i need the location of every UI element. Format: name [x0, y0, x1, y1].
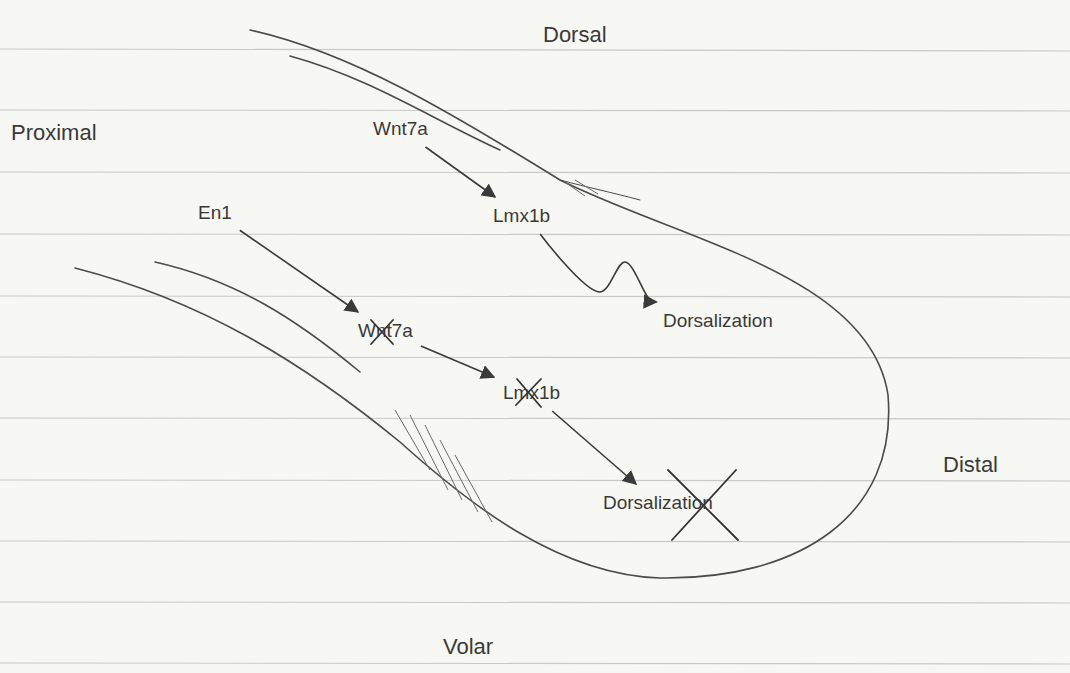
gene-term: Dorsalization	[660, 308, 776, 334]
gene-term: Wnt7a	[370, 116, 431, 142]
arrow-connector	[240, 230, 358, 312]
gene-text: Lmx1b	[493, 205, 550, 227]
gene-term: Lmx1b	[500, 380, 563, 406]
ruled-lines	[0, 49, 1070, 664]
arrow-connector	[552, 411, 636, 484]
gene-text: Dorsalization	[663, 310, 773, 332]
direction-label: Distal	[940, 452, 1001, 478]
direction-label: Volar	[440, 634, 496, 660]
arrow-connector	[540, 234, 656, 302]
gene-term: Wnt7a	[355, 318, 416, 344]
hatching	[395, 180, 598, 522]
arrow-connector	[426, 147, 496, 197]
gene-text: Wnt7a	[373, 118, 428, 140]
gene-text: En1	[198, 202, 232, 224]
arrow-connector	[421, 346, 494, 377]
limb-bud-outline	[75, 30, 889, 578]
gene-term: Lmx1b	[490, 203, 553, 229]
gene-text: Wnt7a	[358, 320, 413, 342]
direction-label: Proximal	[8, 120, 100, 146]
gene-text: Lmx1b	[503, 382, 560, 404]
cross-out-marks	[371, 320, 738, 540]
gene-term: Dorsalization	[600, 490, 716, 516]
gene-term: En1	[195, 200, 235, 226]
direction-label: Dorsal	[540, 22, 610, 48]
gene-text: Dorsalization	[603, 492, 713, 514]
